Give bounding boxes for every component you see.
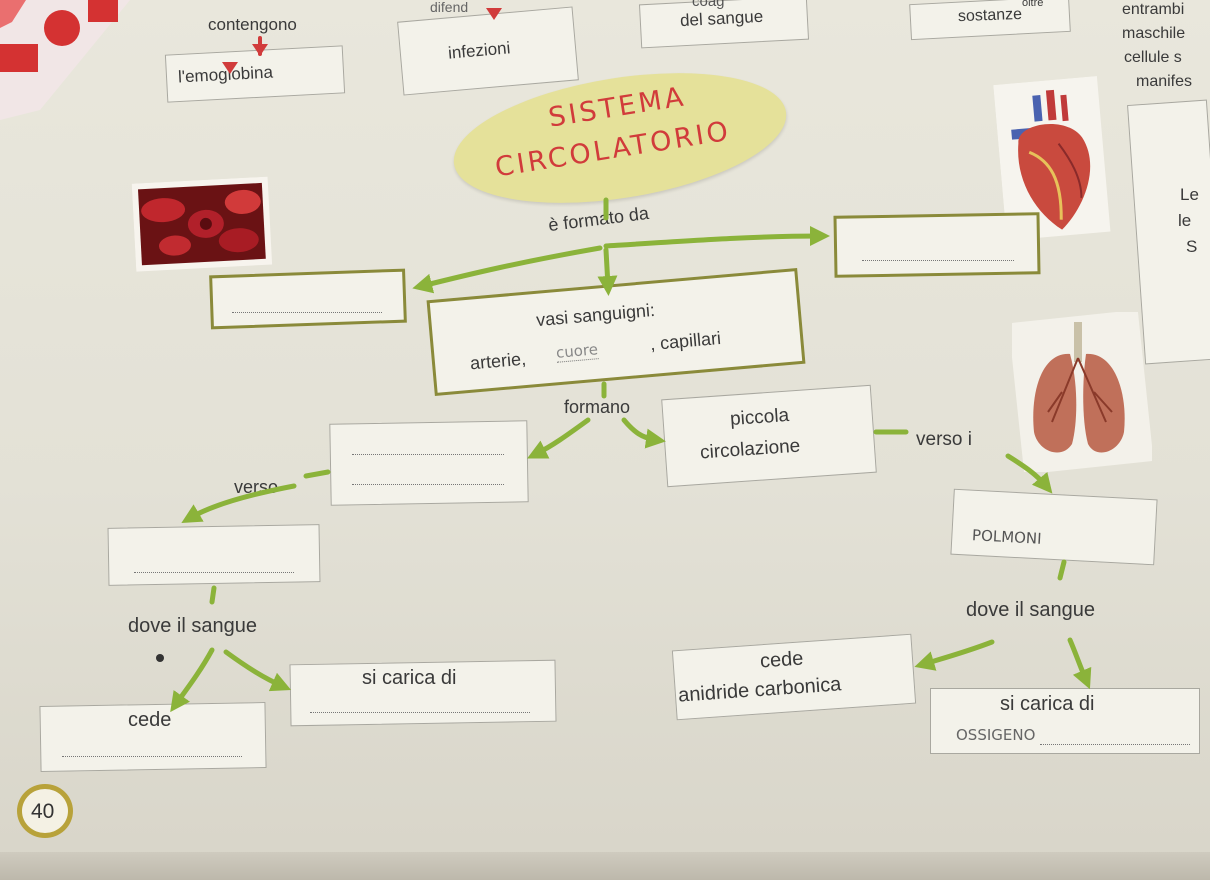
fragment-oltre: oltre [1022, 0, 1044, 9]
answer-line-grande-1[interactable] [352, 454, 504, 455]
left-decoration [0, 0, 130, 120]
fragment-maschile: maschile [1122, 25, 1186, 42]
label-dove-left: dove il sangue [128, 615, 257, 637]
ossigeno-handwritten-answer[interactable]: OSSIGENO [956, 726, 1036, 744]
fragment-le-2: le [1178, 211, 1192, 230]
fragment-contengono: contengono [208, 15, 297, 34]
label-verso-i: verso i [916, 429, 972, 450]
label-si-carica-right: si carica di [1000, 693, 1095, 715]
fragment-s: S [1186, 237, 1198, 256]
lungs-image [1012, 312, 1152, 472]
label-si-carica-left: si carica di [362, 667, 457, 689]
blood-cells-image [131, 176, 273, 272]
answer-line-cede-left[interactable] [62, 756, 242, 757]
answer-line-right[interactable] [862, 260, 1014, 261]
heart-image [993, 76, 1111, 241]
fragment-coag: coag [692, 0, 725, 10]
label-formano: formano [564, 397, 631, 417]
page-bottom-edge [0, 852, 1210, 880]
label-dove-right: dove il sangue [966, 599, 1095, 621]
answer-line-grande-2[interactable] [352, 484, 504, 485]
si-carica-right-box [930, 688, 1200, 754]
label-cede-left: cede [128, 709, 172, 731]
answer-line-si-carica-left[interactable] [310, 712, 530, 713]
answer-line-verso-left[interactable] [134, 572, 294, 573]
answer-line-ossigeno[interactable] [1040, 744, 1190, 745]
page-number: 40 [31, 800, 55, 823]
fragment-entrambi: entrambi [1122, 1, 1185, 18]
fragment-le-1: Le [1180, 185, 1199, 204]
page-number-badge [17, 784, 73, 838]
fragment-cellule: cellule s [1124, 49, 1182, 66]
answer-line-left[interactable] [232, 312, 382, 313]
fragment-differ: difend [430, 0, 469, 15]
fragment-manifes: manifes [1136, 73, 1193, 90]
